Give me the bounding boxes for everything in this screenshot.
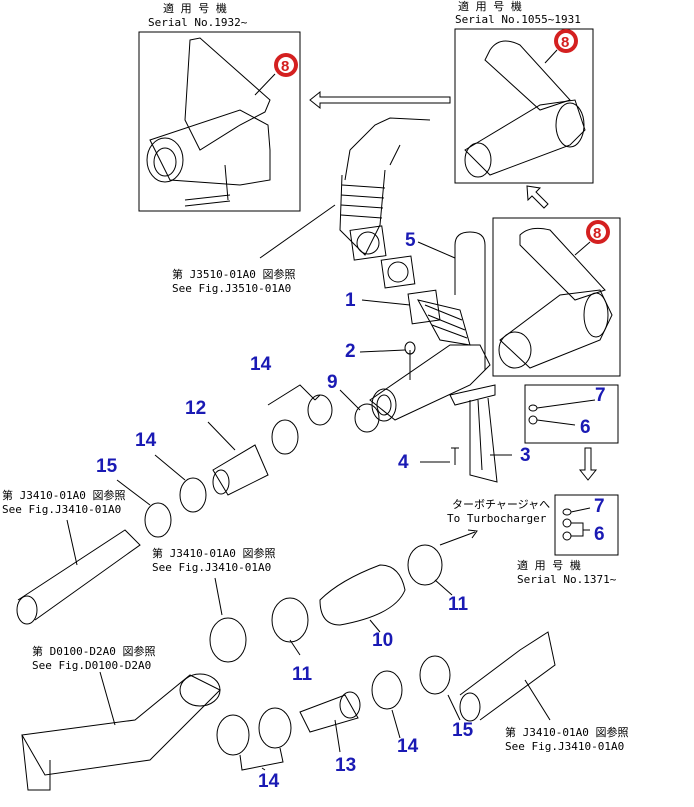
callout-15: 15 — [96, 456, 118, 477]
hose-10 — [319, 564, 406, 626]
pipe-right-lower — [459, 631, 556, 722]
reference-j3510: 第 J3510-01A0 図参照 See Fig.J3510-01A0 — [172, 267, 295, 295]
turbo-note-jp: ターボチャージャへ — [452, 498, 550, 511]
leader-bracket — [239, 747, 284, 771]
callout-11: 11 — [448, 594, 469, 615]
serial-box-1932: 適 用 号 機 Serial No.1932~ 8 — [138, 1, 301, 212]
muffler-pipe-variant-b — [464, 40, 586, 178]
leader-bracket — [267, 384, 321, 406]
part-8-badge: 8 — [554, 29, 578, 53]
turbo-note-en: To Turbocharger — [447, 512, 547, 525]
callout-14: 14 — [250, 354, 272, 375]
muffler-pipe-variant-a — [146, 37, 271, 207]
current-variant-box: 8 — [492, 217, 621, 377]
hardware-box-upper — [524, 384, 619, 444]
down-arrow-icon — [578, 447, 598, 481]
callout-6: 6 — [580, 417, 591, 438]
callout-14: 14 — [397, 736, 419, 757]
variant-frame — [138, 31, 301, 212]
nut — [404, 341, 416, 355]
part-8-badge: 8 — [274, 53, 298, 77]
variant-frame — [454, 28, 594, 184]
bolt — [451, 447, 459, 465]
clamp — [407, 544, 443, 586]
reference-j3410-middle: 第 J3410-01A0 図参照 See Fig.J3410-01A0 — [152, 546, 275, 574]
clamp — [216, 714, 250, 756]
callout-14: 14 — [258, 771, 280, 792]
leader-line — [524, 679, 551, 721]
callout-13: 13 — [335, 755, 356, 776]
callout-15: 15 — [452, 720, 474, 741]
reference-en: See Fig.D0100-D2A0 — [32, 659, 151, 672]
hose-13 — [299, 694, 359, 733]
leader-line — [259, 204, 336, 259]
serial-range-label: Serial No.1371~ — [517, 573, 617, 586]
callout-14: 14 — [135, 430, 157, 451]
leader-line — [214, 577, 223, 616]
clamp — [371, 670, 403, 710]
reference-jp: 第 J3410-01A0 図参照 — [505, 725, 628, 739]
callout-12: 12 — [185, 398, 206, 419]
seal-ring — [354, 403, 380, 433]
clamp — [179, 477, 207, 513]
serial-jp-label: 適 用 号 機 — [163, 1, 227, 15]
pipe-left — [16, 519, 141, 625]
callout-1: 1 — [345, 290, 356, 311]
reference-en: See Fig.J3510-01A0 — [172, 282, 291, 295]
reference-en: See Fig.J3410-01A0 — [152, 561, 271, 574]
clamp — [258, 707, 292, 749]
serial-jp-label: 適 用 号 機 — [517, 558, 581, 572]
clamp — [144, 502, 172, 538]
callout-10: 10 — [372, 630, 393, 651]
arrow-to-turbo — [439, 529, 478, 546]
variant-frame — [492, 217, 621, 377]
callout-7: 7 — [595, 385, 606, 406]
clamp — [271, 597, 309, 643]
serial-note-1371: 適 用 号 機 Serial No.1371~ — [517, 558, 617, 586]
clamp — [307, 394, 333, 426]
callout-4: 4 — [398, 452, 409, 473]
bellows-pipe — [369, 289, 491, 422]
reference-j3410-right: 第 J3410-01A0 図参照 See Fig.J3410-01A0 — [505, 725, 628, 753]
serial-box-1055-1931: 適 用 号 機 Serial No.1055~1931 8 — [454, 0, 594, 184]
badge-number: 8 — [561, 34, 569, 51]
serial-jp-label: 適 用 号 機 — [458, 0, 522, 13]
callout-9: 9 — [327, 372, 338, 393]
callout-6: 6 — [594, 524, 605, 545]
leader-line — [99, 671, 116, 726]
left-arrow-icon — [309, 90, 451, 110]
clamp — [419, 655, 451, 695]
exhaust-elbow-upper — [339, 117, 431, 261]
pipe-end — [209, 617, 247, 663]
reference-jp: 第 J3510-01A0 図参照 — [172, 267, 295, 281]
hardware-box-lower — [554, 494, 619, 556]
turbocharger-note: ターボチャージャへ To Turbocharger — [447, 498, 550, 525]
part-8-badge: 8 — [586, 220, 610, 244]
callout-leaders — [116, 241, 512, 771]
serial-range-label: Serial No.1932~ — [148, 16, 248, 29]
callout-5: 5 — [405, 230, 416, 251]
reference-jp: 第 D0100-D2A0 図参照 — [32, 644, 155, 658]
reference-en: See Fig.J3410-01A0 — [505, 740, 624, 753]
up-arrow-icon — [526, 185, 549, 209]
badge-number: 8 — [281, 58, 289, 75]
serial-range-label: Serial No.1055~1931 — [455, 13, 581, 26]
gasket — [380, 255, 416, 289]
exhaust-elbow-lower — [21, 673, 221, 791]
callout-2: 2 — [345, 341, 356, 362]
bracket — [449, 384, 498, 483]
reference-j3410-left: 第 J3410-01A0 図参照 See Fig.J3410-01A0 — [2, 488, 125, 516]
reference-en: See Fig.J3410-01A0 — [2, 503, 121, 516]
badge-number: 8 — [593, 225, 601, 242]
reference-jp: 第 J3410-01A0 図参照 — [152, 546, 275, 560]
u-bolt — [454, 231, 486, 370]
reference-d0100: 第 D0100-D2A0 図参照 See Fig.D0100-D2A0 — [32, 644, 155, 672]
clamp — [271, 419, 299, 455]
muffler-pipe-variant-c — [498, 227, 613, 369]
reference-jp: 第 J3410-01A0 図参照 — [2, 488, 125, 502]
hose — [212, 444, 269, 496]
callout-7: 7 — [594, 496, 605, 517]
callout-11: 11 — [292, 664, 313, 685]
callout-3: 3 — [520, 445, 531, 466]
